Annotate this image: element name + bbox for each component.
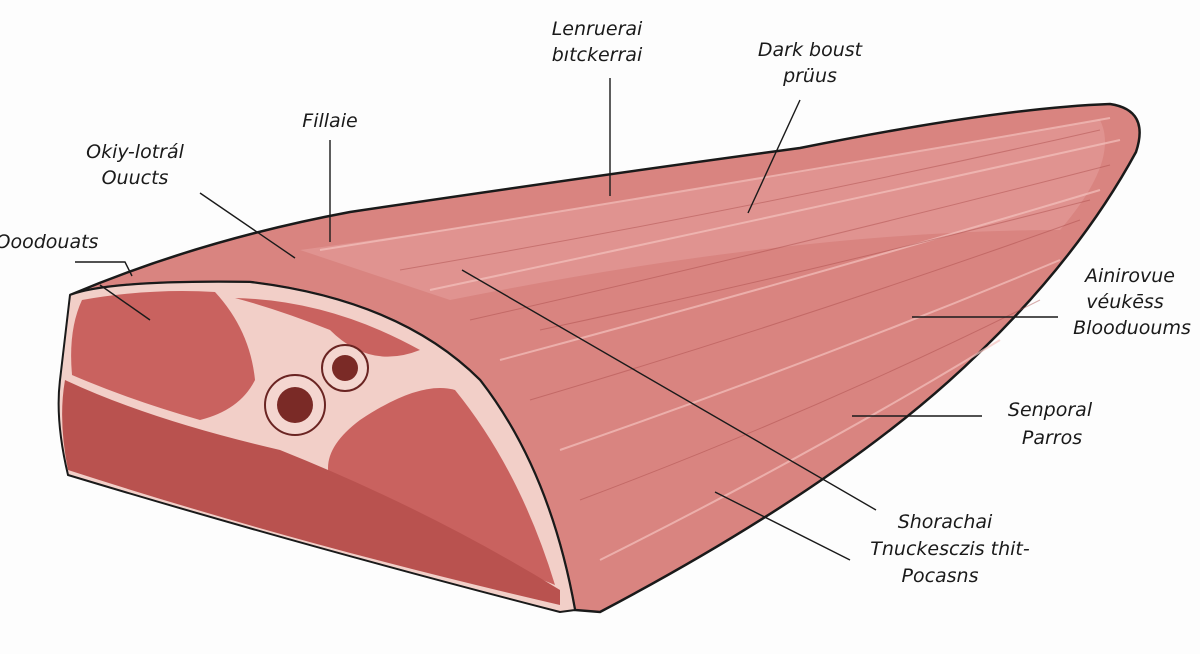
label-fillaie: Fillaie	[302, 110, 357, 132]
muscle-fibers	[319, 117, 1121, 561]
cross-section-muscle-upper	[71, 291, 255, 420]
leader-lines	[75, 78, 1058, 561]
cross-section-muscle-center	[235, 298, 420, 357]
bones	[264, 344, 369, 436]
cross-section-muscle-right	[328, 388, 555, 585]
label-ooodouats: Ooodouats	[0, 231, 99, 253]
cross-section-muscle-lower	[62, 380, 560, 605]
muscle-sheen	[300, 120, 1105, 300]
